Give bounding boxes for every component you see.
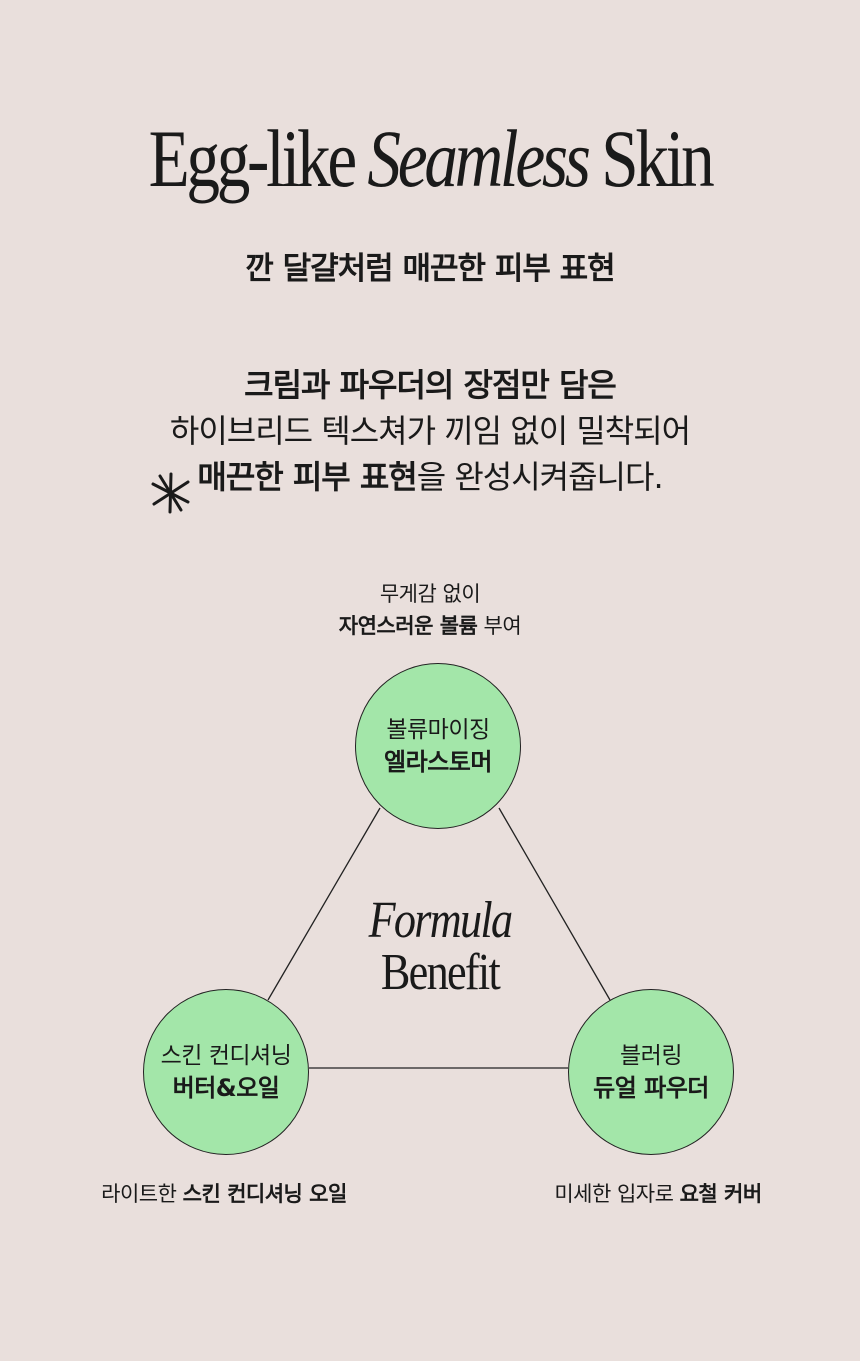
circle-dual-powder: 블러링 듀얼 파우더 (568, 989, 734, 1155)
title-part1: Egg-like (148, 113, 358, 204)
circle-left-line1: 스킨 컨디셔닝 (160, 1043, 292, 1069)
description-highlight: 매끈한 피부 표현 (197, 458, 417, 496)
description: 크림과 파우더의 장점만 담은 하이브리드 텍스쳐가 끼임 없이 밀착되어 매끈… (0, 362, 860, 500)
title-italic: Seamless (367, 113, 591, 204)
line-top-right (498, 807, 611, 1001)
right-caption: 미세한 입자로 요철 커버 (458, 1178, 858, 1210)
circle-top-line2: 엘라스토머 (384, 748, 492, 776)
circle-left-line2: 버터&오일 (172, 1074, 280, 1102)
circle-right-line1: 블러링 (620, 1043, 682, 1069)
formula-benefit-label: Formula Benefit (347, 895, 534, 999)
circle-top-line1: 볼류마이징 (386, 717, 490, 743)
title-part2: Skin (601, 113, 714, 204)
page-title: Egg-like Seamless Skin (77, 118, 782, 200)
center-italic: Formula (368, 892, 514, 949)
left-caption-bold: 스킨 컨디셔닝 오일 (182, 1182, 348, 1206)
description-line2: 하이브리드 텍스쳐가 끼임 없이 밀착되어 (169, 412, 691, 450)
center-text: Benefit (380, 944, 501, 1001)
circle-elastomer: 볼류마이징 엘라스토머 (355, 663, 521, 829)
line-top-left (267, 807, 381, 1001)
left-caption-pre: 라이트한 (101, 1182, 183, 1206)
description-line1: 크림과 파우더의 장점만 담은 (244, 366, 617, 404)
right-caption-pre: 미세한 입자로 (554, 1182, 680, 1206)
circle-butter-oil: 스킨 컨디셔닝 버터&오일 (143, 989, 309, 1155)
subtitle: 깐 달걀처럼 매끈한 피부 표현 (245, 251, 615, 287)
top-caption-rest: 부여 (477, 614, 522, 638)
circle-right-line2: 듀얼 파우더 (593, 1074, 709, 1102)
right-caption-bold: 요철 커버 (679, 1182, 763, 1206)
sparkle-icon (151, 472, 190, 514)
top-caption-bold: 자연스러운 볼륨 (338, 614, 478, 638)
left-caption: 라이트한 스킨 컨디셔닝 오일 (24, 1178, 424, 1210)
top-caption: 무게감 없이 자연스러운 볼륨 부여 (230, 578, 630, 642)
description-line3: 을 완성시켜줍니다. (416, 458, 664, 496)
top-caption-line1: 무게감 없이 (379, 582, 481, 606)
